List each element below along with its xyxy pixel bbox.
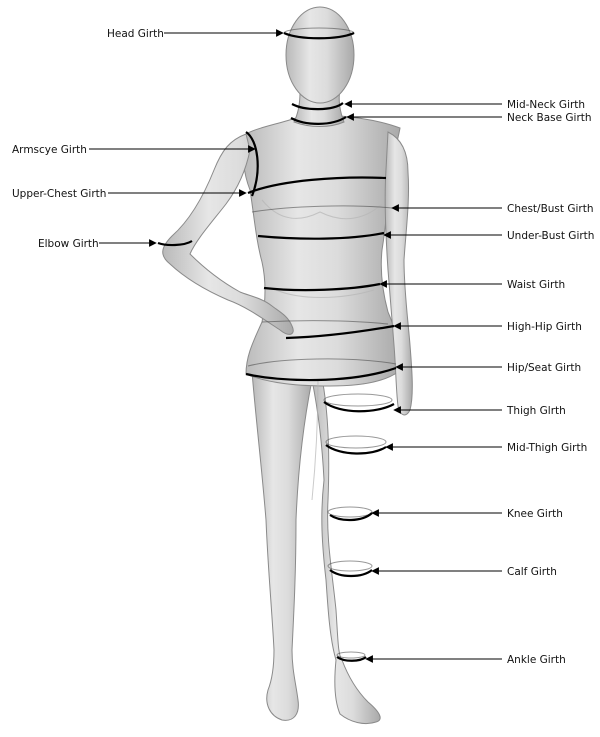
thigh-girth-label: Thigh Glrth bbox=[506, 405, 566, 417]
waist-girth-ring bbox=[263, 282, 381, 292]
mannequin-figure bbox=[162, 6, 413, 725]
hip-seat-girth-label: Hip/Seat Girth bbox=[507, 362, 581, 374]
ankle-girth-ring bbox=[336, 656, 367, 662]
leg-gap-contour bbox=[311, 379, 319, 501]
under-bust-girth-label: Under-Bust Girth bbox=[507, 230, 594, 242]
girth-rings bbox=[157, 27, 397, 662]
elbow-girth-label: Elbow Girth bbox=[38, 238, 99, 250]
hip-seat-girth-ring bbox=[245, 366, 397, 382]
armscye-girth-label: Armscye Girth bbox=[12, 144, 87, 156]
under-bust-girth-ring bbox=[257, 231, 385, 240]
head-girth-label: Head Girth bbox=[107, 28, 164, 40]
mannequin-head bbox=[285, 6, 355, 104]
mannequin-right-leg bbox=[311, 377, 381, 725]
mid-thigh-girth-ring bbox=[325, 444, 387, 455]
upper-chest-girth-label: Upper-Chest Girth bbox=[12, 188, 106, 200]
calf-girth-label: Calf Girth bbox=[507, 566, 557, 578]
thigh-girth-ring bbox=[323, 401, 395, 413]
neck-base-girth-label: Neck Base Girth bbox=[507, 112, 592, 124]
bust-contour bbox=[261, 199, 383, 220]
mannequin-left-leg bbox=[251, 371, 313, 721]
head-girth-ring bbox=[283, 31, 355, 40]
mid-thigh-girth-label: Mid-Thigh Girth bbox=[507, 442, 587, 454]
chest-bust-girth-label: Chest/Bust Girth bbox=[507, 203, 594, 215]
high-hip-girth-label: High-Hip Girth bbox=[507, 321, 582, 333]
knee-girth-ring bbox=[329, 512, 373, 522]
neck-base-girth-ring bbox=[290, 116, 347, 125]
mid-neck-girth-label: Mid-Neck Girth bbox=[507, 99, 585, 111]
calf-girth-ring bbox=[329, 569, 373, 578]
elbow-girth-ring bbox=[157, 240, 193, 247]
waist-girth-label: Waist Girth bbox=[507, 279, 565, 291]
labels: Head Girth Mid-Neck Girth Neck Base Girt… bbox=[12, 28, 594, 666]
mannequin-left-arm bbox=[162, 133, 294, 335]
abdomen-contour bbox=[275, 289, 375, 298]
armscye-girth-ring bbox=[245, 131, 259, 197]
knee-girth-label: Knee Girth bbox=[507, 508, 563, 520]
high-hip-girth-ring bbox=[285, 324, 395, 340]
mid-neck-girth-ring bbox=[291, 102, 344, 111]
mannequin-torso bbox=[242, 115, 401, 387]
ankle-girth-label: Ankle Girth bbox=[507, 654, 566, 666]
upper-chest-girth-ring bbox=[247, 176, 387, 195]
leader-lines bbox=[89, 29, 502, 663]
